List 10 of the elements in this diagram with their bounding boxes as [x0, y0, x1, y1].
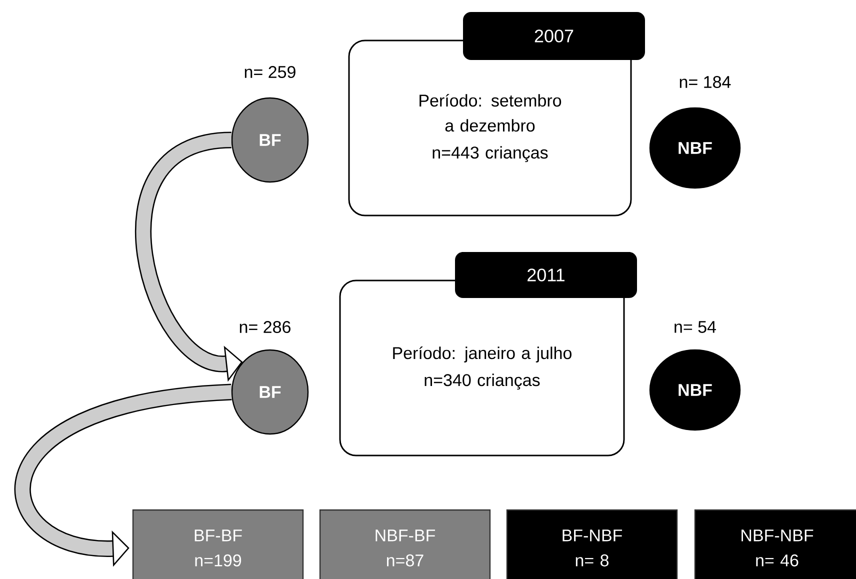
count-label: n= 184 — [680, 76, 731, 88]
result-box: NBF-NBF n= 46 — [694, 509, 856, 579]
year-tab: 2007 — [463, 12, 645, 60]
year-tab: 2011 — [455, 252, 637, 298]
count-label: n= 286 — [240, 320, 290, 334]
count-label: n= 259 — [244, 66, 296, 78]
result-box: BF-BF n=199 — [132, 509, 304, 579]
result-box: NBF-BF n=87 — [319, 509, 491, 579]
count-label: n= 54 — [674, 321, 716, 333]
result-box: BF-NBF n= 8 — [506, 509, 678, 579]
